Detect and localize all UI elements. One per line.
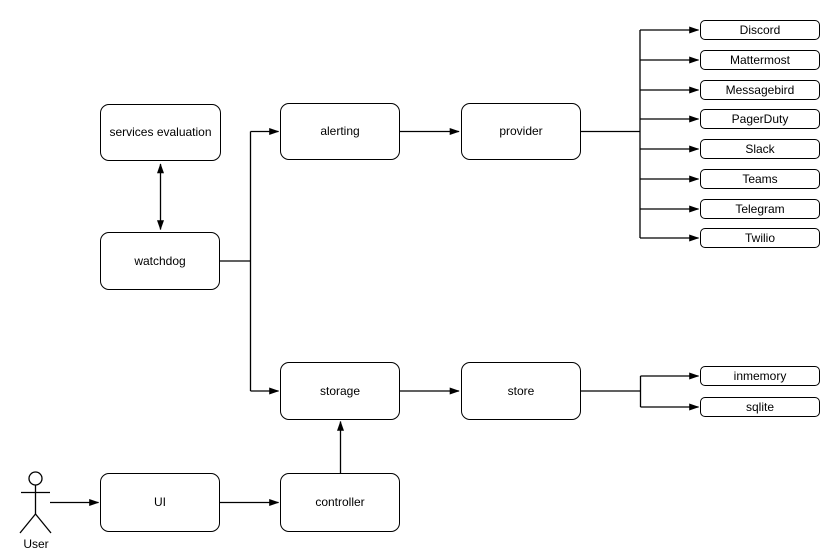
node-provider-messagebird: Messagebird bbox=[700, 80, 820, 100]
node-provider: provider bbox=[461, 103, 581, 160]
actor-head bbox=[28, 471, 43, 486]
node-provider-telegram: Telegram bbox=[700, 199, 820, 219]
node-services-evaluation: services evaluation bbox=[100, 104, 221, 161]
node-provider-pagerduty: PagerDuty bbox=[700, 109, 820, 129]
node-provider-teams: Teams bbox=[700, 169, 820, 189]
actor-leg-left bbox=[19, 513, 37, 534]
node-backend-inmemory: inmemory bbox=[700, 366, 820, 386]
node-provider-mattermost: Mattermost bbox=[700, 50, 820, 70]
node-store: store bbox=[461, 362, 581, 420]
actor-leg-right bbox=[34, 513, 52, 534]
node-controller: controller bbox=[280, 473, 400, 532]
user-actor-label: User bbox=[23, 537, 49, 551]
node-alerting: alerting bbox=[280, 103, 400, 160]
node-provider-slack: Slack bbox=[700, 139, 820, 159]
node-storage: storage bbox=[280, 362, 400, 420]
node-backend-sqlite: sqlite bbox=[700, 397, 820, 417]
user-actor-figure bbox=[19, 471, 52, 534]
node-provider-discord: Discord bbox=[700, 20, 820, 40]
node-watchdog: watchdog bbox=[100, 232, 220, 290]
node-provider-twilio: Twilio bbox=[700, 228, 820, 248]
node-ui: UI bbox=[100, 473, 220, 532]
